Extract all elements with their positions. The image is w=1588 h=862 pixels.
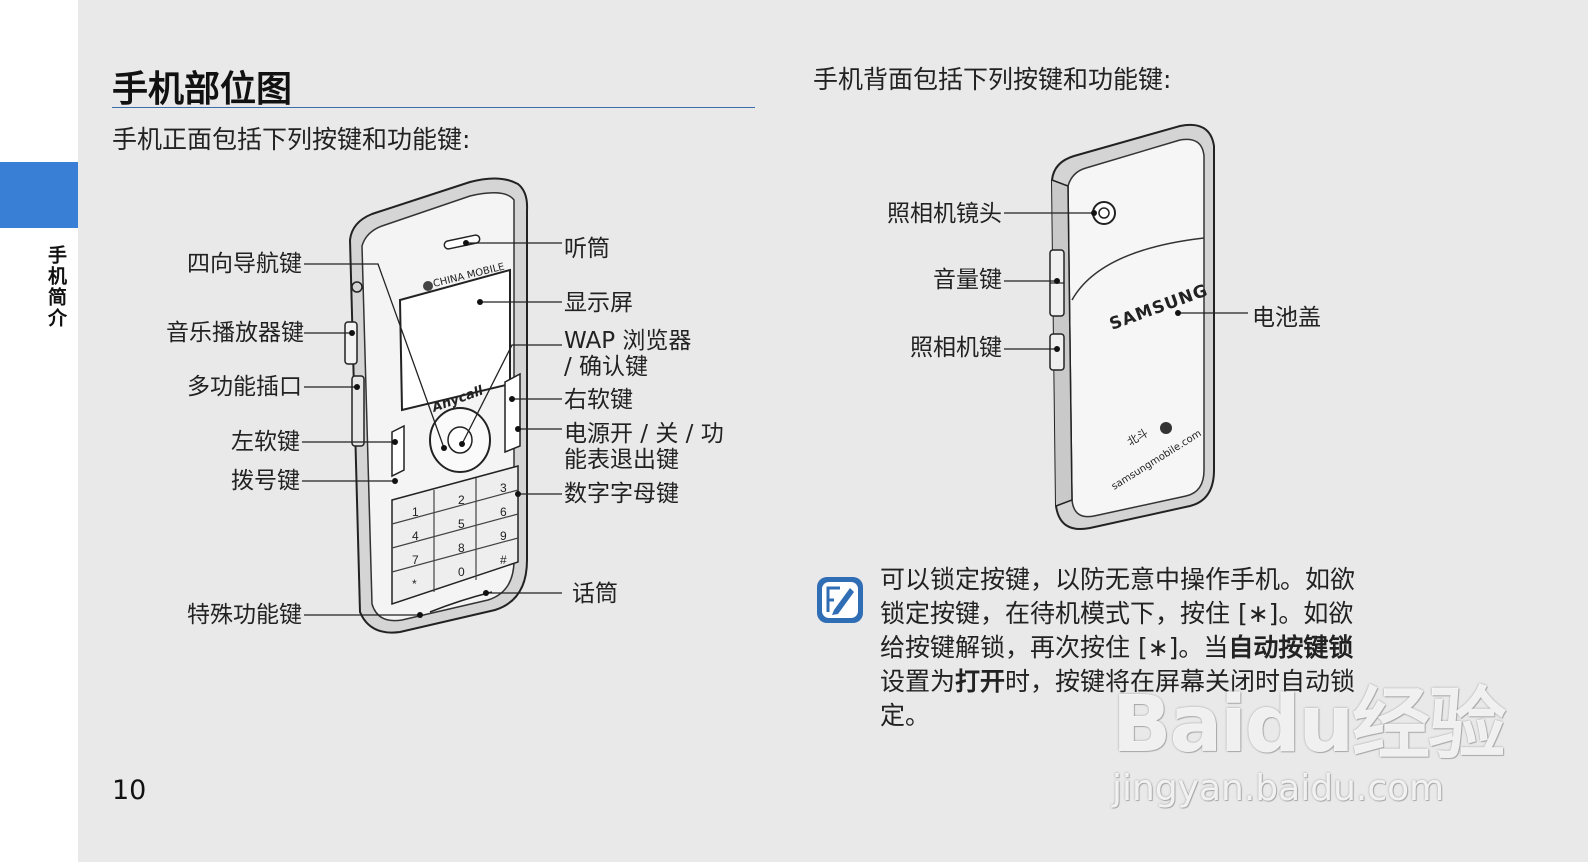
label-battery-cover: 电池盖 bbox=[1252, 305, 1321, 331]
label-volume-key: 音量键 bbox=[933, 267, 1002, 293]
label-wap-2: / 确认键 bbox=[564, 354, 649, 380]
label-camera-lens: 照相机镜头 bbox=[887, 201, 1002, 227]
side-margin bbox=[0, 0, 78, 862]
svg-text:6: 6 bbox=[500, 505, 507, 519]
note-line-1: 可以锁定按键，以防无意中操作手机。如欲 bbox=[880, 565, 1356, 594]
svg-text:4: 4 bbox=[412, 529, 419, 543]
note-line-5: 定。 bbox=[880, 701, 931, 730]
svg-text:#: # bbox=[500, 553, 507, 567]
svg-text:5: 5 bbox=[458, 517, 465, 531]
page-number: 10 bbox=[112, 775, 147, 806]
label-music-key: 音乐播放器键 bbox=[166, 320, 304, 346]
label-nav-key: 四向导航键 bbox=[187, 251, 302, 277]
svg-text:3: 3 bbox=[500, 481, 507, 495]
label-multi-port: 多功能插口 bbox=[187, 374, 302, 400]
chapter-label: 手机简介 bbox=[45, 245, 67, 329]
note-icon bbox=[817, 577, 863, 623]
label-power-2: 能表退出键 bbox=[564, 447, 679, 473]
svg-text:*: * bbox=[412, 577, 417, 591]
label-special-key: 特殊功能键 bbox=[187, 602, 302, 628]
label-mic: 话筒 bbox=[572, 581, 618, 607]
svg-text:1: 1 bbox=[412, 505, 419, 519]
label-alnum-keys: 数字字母键 bbox=[564, 481, 679, 507]
svg-text:2: 2 bbox=[458, 493, 465, 507]
label-earpiece: 听筒 bbox=[564, 236, 610, 262]
label-power-1: 电源开 / 关 / 功 bbox=[564, 421, 724, 447]
note-line-3: 给按键解锁，再次按住 [∗]。当自动按键锁 bbox=[880, 633, 1354, 662]
back-intro: 手机背面包括下列按键和功能键: bbox=[813, 65, 1172, 94]
label-right-soft: 右软键 bbox=[564, 387, 633, 413]
manual-page bbox=[78, 0, 1588, 862]
svg-text:7: 7 bbox=[412, 553, 419, 567]
label-dial-key: 拨号键 bbox=[231, 468, 300, 494]
front-intro: 手机正面包括下列按键和功能键: bbox=[112, 125, 471, 154]
note-line-4: 设置为打开时，按键将在屏幕关闭时自动锁 bbox=[880, 667, 1356, 696]
note-text: 可以锁定按键，以防无意中操作手机。如欲 锁定按键，在待机模式下，按住 [∗]。如… bbox=[880, 563, 1460, 733]
page-title: 手机部位图 bbox=[112, 69, 293, 110]
label-display: 显示屏 bbox=[564, 290, 633, 316]
svg-text:9: 9 bbox=[500, 529, 507, 543]
baidu-watermark: Baidu经验 jingyan.baidu.com bbox=[1112, 662, 1506, 809]
label-left-soft: 左软键 bbox=[231, 429, 300, 455]
svg-text:0: 0 bbox=[458, 565, 465, 579]
note-line-2: 锁定按键，在待机模式下，按住 [∗]。如欲 bbox=[880, 599, 1354, 628]
label-wap-1: WAP 浏览器 bbox=[564, 328, 692, 354]
title-underline bbox=[112, 107, 755, 108]
watermark-url: jingyan.baidu.com bbox=[1112, 768, 1445, 809]
label-camera-key: 照相机键 bbox=[910, 335, 1002, 361]
watermark-main: Baidu经验 bbox=[1112, 680, 1506, 770]
svg-text:8: 8 bbox=[458, 541, 465, 555]
chapter-tab bbox=[0, 162, 78, 228]
